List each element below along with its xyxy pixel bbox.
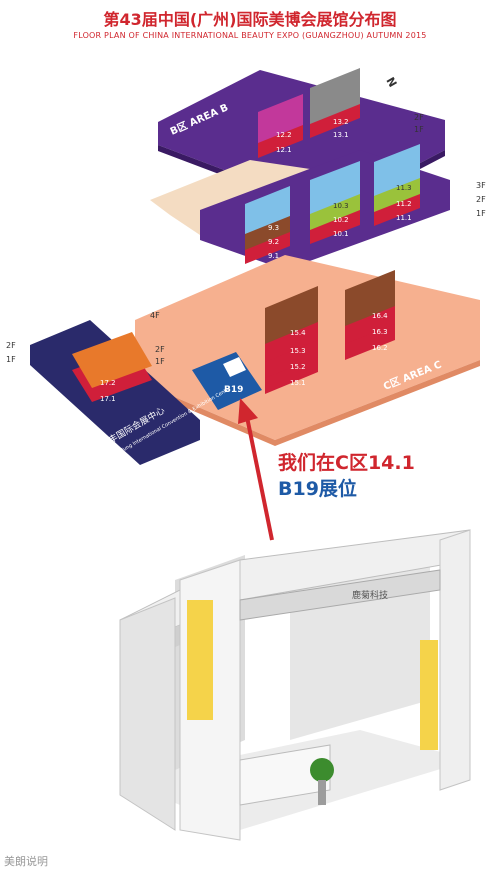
- hall-label-11-2: 11.2: [396, 200, 412, 208]
- hall-block-15: 15.4 15.3 15.2 15.1: [265, 286, 318, 394]
- hall-label-9-2: 9.2: [268, 238, 279, 246]
- hall-label-13-2: 13.2: [333, 118, 349, 126]
- hall-label-16-3: 16.3: [372, 328, 388, 336]
- hall-block-13: 13.2 13.1: [310, 68, 360, 139]
- floor-1f-c: 1F: [155, 357, 165, 366]
- floor-4f: 4F: [150, 311, 160, 320]
- hall-block-16: 16.4 16.3 16.2: [345, 270, 395, 360]
- hall-label-12-2: 12.2: [276, 131, 292, 139]
- floor-2f-c: 2F: [155, 345, 165, 354]
- hall-label-16-4: 16.4: [372, 312, 388, 320]
- hall-label-9-3: 9.3: [268, 224, 279, 232]
- b19-booth: [192, 352, 262, 410]
- hall-label-11-3: 11.3: [396, 184, 412, 192]
- hall-block-12: 12.2 12.1: [258, 94, 303, 158]
- floor-1f-mid: 1F: [476, 209, 486, 218]
- hall-label-15-2: 15.2: [290, 363, 306, 371]
- page-subtitle: FLOOR PLAN OF CHINA INTERNATIONAL BEAUTY…: [73, 31, 427, 40]
- booth-sign-text: 鹿菊科技: [352, 589, 388, 601]
- hall-block-10: 10.3 10.2 10.1: [310, 161, 360, 244]
- floor-2f-nf: 2F: [6, 341, 16, 350]
- hall-label-17-2: 17.2: [100, 379, 116, 387]
- booth-callout-line2: B19展位: [278, 478, 357, 500]
- floor-3f: 3F: [476, 181, 486, 190]
- b19-label: B19: [224, 385, 243, 395]
- hall-label-15-4: 15.4: [290, 329, 306, 337]
- page-title: 第43届中国(广州)国际美博会展馆分布图: [103, 10, 397, 29]
- floor-1f-b: 1F: [414, 125, 424, 134]
- hall-label-9-1: 9.1: [268, 252, 279, 260]
- booth-callout-line1: 我们在C区14.1: [278, 452, 415, 474]
- booth-render: 鹿菊科技: [119, 529, 471, 841]
- hall-label-10-1: 10.1: [333, 230, 349, 238]
- compass-north: N: [383, 75, 399, 89]
- hall-label-13-1: 13.1: [333, 131, 349, 139]
- hall-label-12-1: 12.1: [276, 146, 292, 154]
- floor-2f-b: 2F: [414, 113, 424, 122]
- hall-label-16-2: 16.2: [372, 344, 388, 352]
- floor-2f-mid: 2F: [476, 195, 486, 204]
- hall-label-15-3: 15.3: [290, 347, 306, 355]
- hall-block-17: 17.2 17.1: [72, 332, 152, 403]
- hall-label-10-3: 10.3: [333, 202, 349, 210]
- booth-callout: 我们在C区14.1 B19展位: [278, 450, 415, 502]
- hall-label-15-1: 15.1: [290, 379, 306, 387]
- booth-pointer-arrow: [238, 398, 274, 541]
- hall-label-17-1: 17.1: [100, 395, 116, 403]
- hall-label-10-2: 10.2: [333, 216, 349, 224]
- hall-block-11: 11.3 11.2 11.1: [374, 144, 420, 226]
- floor-1f-nf: 1F: [6, 355, 16, 364]
- watermark-text: 美朗说明: [4, 855, 48, 868]
- hall-label-11-1: 11.1: [396, 214, 412, 222]
- hall-block-9: 9.3 9.2 9.1: [245, 186, 290, 264]
